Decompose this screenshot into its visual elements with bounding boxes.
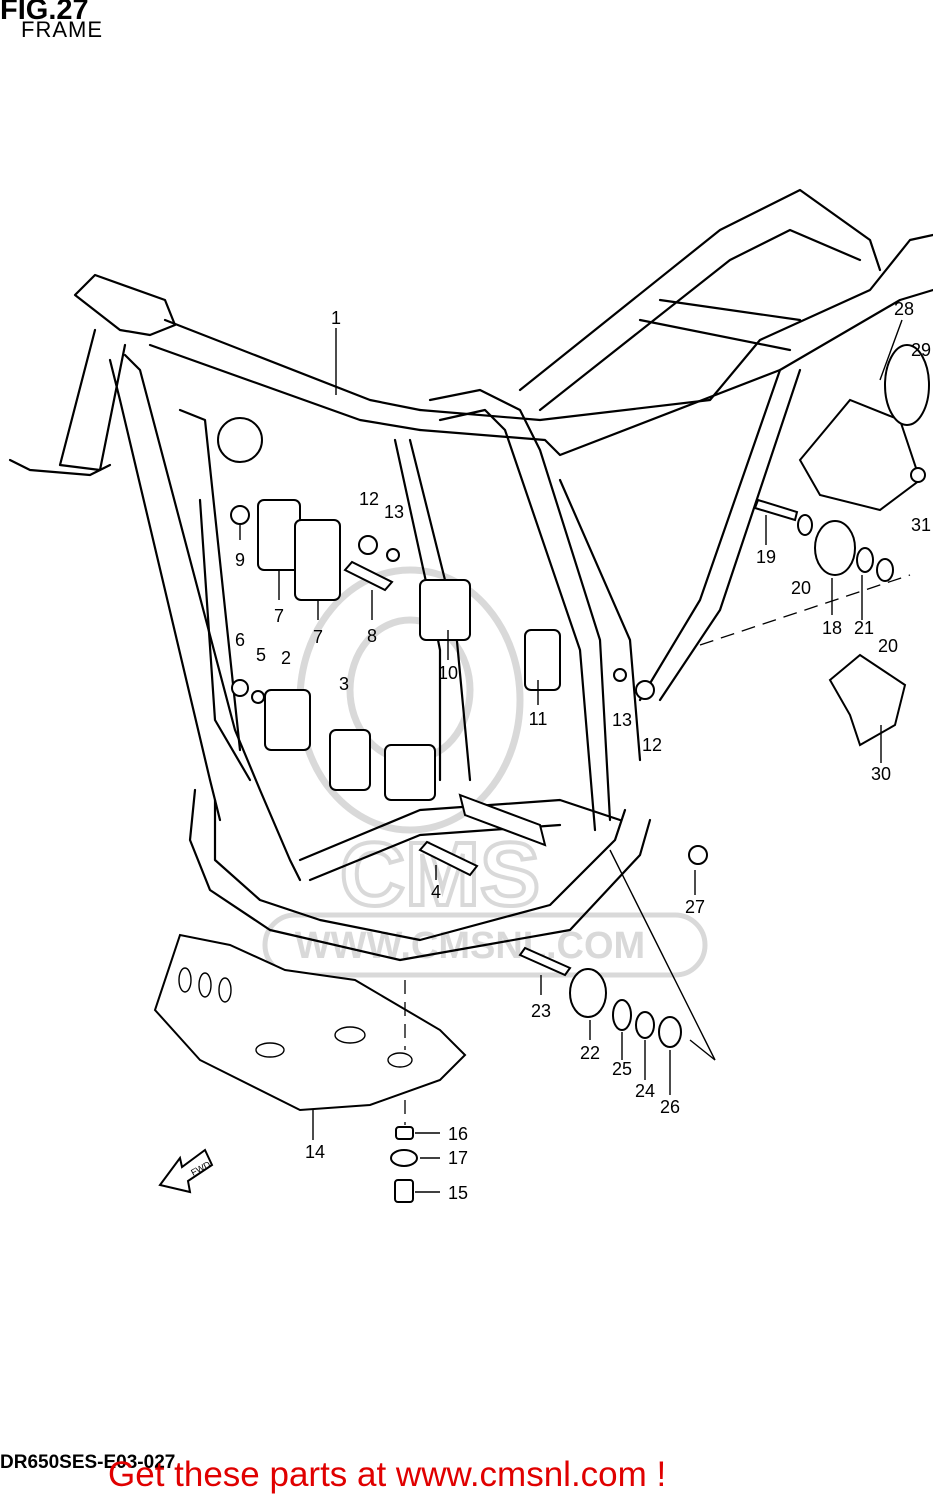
callout-numbers: 1 2 3 4 5 6 7 7 8 9 10 11 12 12 13 13 14… [235, 299, 931, 1203]
promo-link[interactable]: Get these parts at www.cmsnl.com ! [108, 1455, 667, 1494]
mount-parts [217, 417, 708, 877]
callout-7a: 7 [274, 606, 284, 626]
callout-20b: 20 [878, 636, 898, 656]
washer-5 [251, 690, 265, 704]
callout-14: 14 [305, 1142, 325, 1162]
watermark: CMS WWW.CMSNL.COM [262, 566, 708, 978]
crossmember-tube [458, 793, 547, 847]
bracket-7b [294, 519, 341, 601]
callout-12b: 12 [642, 735, 662, 755]
nut-27 [688, 845, 708, 865]
callout-18: 18 [822, 618, 842, 638]
bolt-12a [358, 535, 378, 555]
callout-13a: 13 [384, 502, 404, 522]
callout-21: 21 [854, 618, 874, 638]
boss-upper [217, 417, 263, 463]
callout-15: 15 [448, 1183, 468, 1203]
callout-27: 27 [685, 897, 705, 917]
washer-13b [613, 668, 627, 682]
skid-plate [153, 933, 467, 1112]
callout-26: 26 [660, 1097, 680, 1117]
callout-31: 31 [911, 515, 931, 535]
callout-22: 22 [580, 1043, 600, 1063]
bracket-7a [257, 499, 301, 571]
bracket-11 [524, 629, 561, 691]
figure-subtitle: FRAME [21, 17, 103, 42]
callout-16: 16 [448, 1124, 468, 1144]
callout-28: 28 [894, 299, 914, 319]
rear-lower-mount [518, 849, 716, 1061]
callout-5: 5 [256, 645, 266, 665]
callout-13b: 13 [612, 710, 632, 730]
callout-25: 25 [612, 1059, 632, 1079]
callout-17: 17 [448, 1148, 468, 1168]
filter-housing [798, 344, 930, 512]
callout-20a: 20 [791, 578, 811, 598]
frame-assembly [8, 188, 933, 962]
bracket-3 [329, 729, 371, 791]
bolt-4 [418, 840, 479, 877]
bracket-2 [264, 689, 311, 751]
bracket-10 [419, 579, 471, 641]
callout-30: 30 [871, 764, 891, 784]
watermark-banner [262, 912, 708, 978]
callout-2: 2 [281, 648, 291, 668]
callout-29: 29 [911, 340, 931, 360]
washer-13a [386, 548, 400, 562]
callout-4: 4 [431, 882, 441, 902]
callout-8: 8 [367, 626, 377, 646]
bolt-8 [343, 560, 394, 592]
callout-24: 24 [635, 1081, 655, 1101]
cover-30 [828, 653, 907, 747]
figure-title: FIG.27 [0, 0, 89, 26]
callout-19: 19 [756, 547, 776, 567]
fwd-arrow: FWD [158, 1148, 214, 1194]
diagram-code: DR650SES-E03-027 [0, 1452, 176, 1473]
nut-9 [230, 505, 250, 525]
callout-6: 6 [235, 630, 245, 650]
watermark-text: WWW.CMSNL.COM [295, 925, 645, 967]
callout-11: 11 [529, 709, 548, 729]
skid-fasteners [390, 980, 440, 1203]
callout-9: 9 [235, 550, 245, 570]
callout-12a: 12 [359, 489, 379, 509]
callout-23: 23 [531, 1001, 551, 1021]
nut-6 [231, 679, 249, 697]
callout-3: 3 [339, 674, 349, 694]
callout-1: 1 [331, 308, 341, 328]
bolt-12b [635, 680, 655, 700]
callout-10: 10 [438, 663, 458, 683]
callout-7b: 7 [313, 627, 323, 647]
watermark-logo-text: CMS [340, 825, 540, 925]
bracket-lower [384, 744, 436, 801]
leader-lines [239, 319, 903, 1140]
rear-upper-mount [699, 498, 911, 646]
